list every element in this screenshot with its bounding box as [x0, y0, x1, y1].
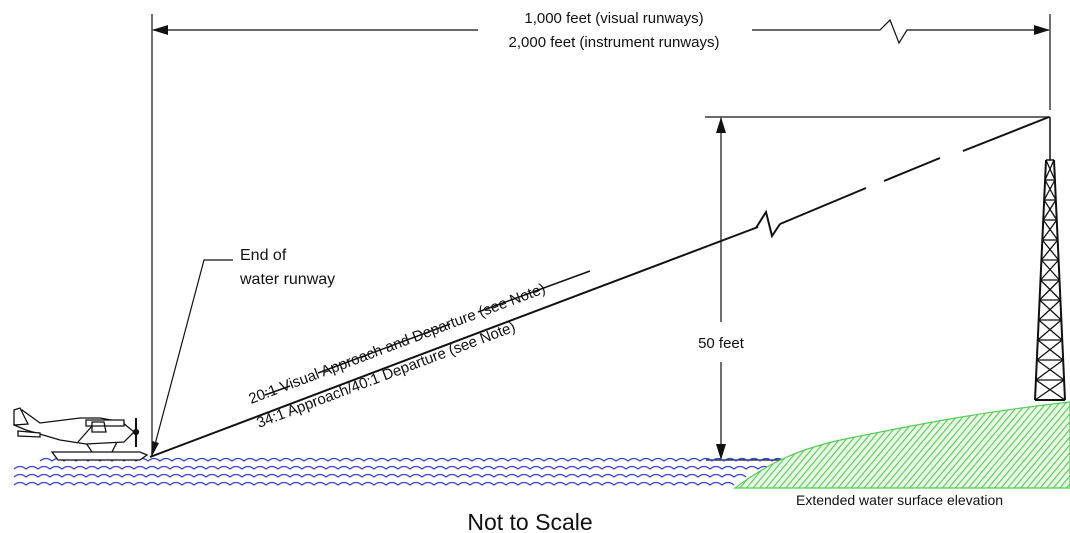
- water-wave-line-2: [13, 465, 771, 470]
- tower-brace: [1039, 279, 1060, 301]
- tower-brace: [1035, 359, 1064, 381]
- water-surface: [13, 457, 785, 486]
- tower-brace: [1036, 339, 1063, 361]
- slope-break-symbol: [755, 209, 781, 239]
- water-wave-line-3: [13, 473, 747, 478]
- tower-brace: [1040, 259, 1060, 281]
- tower-brace: [1042, 199, 1057, 221]
- tower-brace: [1037, 319, 1062, 341]
- shoreline-ground: Extended water surface elevation: [733, 401, 1070, 508]
- tower-brace: [1041, 239, 1060, 261]
- tower-brace: [1044, 159, 1055, 181]
- tower-brace: [1040, 239, 1059, 261]
- dimension-arrow-left: [152, 25, 168, 35]
- secondary-surface-dash-3: [477, 270, 591, 313]
- height-arrow-bottom: [716, 444, 726, 460]
- height-dimension: 50 feet: [698, 116, 1050, 461]
- tower-brace: [1045, 159, 1056, 181]
- ground-label: Extended water surface elevation: [796, 492, 1003, 508]
- tower-brace: [1042, 219, 1059, 241]
- tower-brace: [1038, 299, 1061, 321]
- runway-end-leader-line: [152, 259, 233, 453]
- runway-length-dimension: 1,000 feet (visual runways) 2,000 feet (…: [151, 10, 1051, 455]
- slope-line-upper: [962, 116, 1050, 152]
- not-to-scale-label: Not to Scale: [467, 509, 592, 533]
- tower-brace: [1041, 219, 1058, 241]
- runway-end-leader-arrow: [151, 441, 159, 458]
- slope-line-dash: [883, 157, 941, 182]
- secondary-surface-dash-1: [264, 385, 291, 396]
- lattice-tower-icon: [1034, 117, 1066, 401]
- dimension-break-symbol: [752, 18, 1049, 45]
- visual-slope-label: 20:1 Visual Approach and Departure (see …: [246, 280, 547, 408]
- runway-length-instrument-label: 2,000 feet (instrument runways): [509, 34, 720, 51]
- runway-end-label-line1: End of: [240, 247, 287, 264]
- slope-line-lower: [149, 226, 759, 458]
- slope-line-middle: [779, 187, 867, 225]
- height-label: 50 feet: [698, 335, 745, 352]
- tower-brace: [1043, 199, 1058, 221]
- tower-brace: [1040, 259, 1060, 281]
- height-arrow-top: [716, 117, 726, 133]
- runway-end-callout: End of water runway: [151, 247, 335, 458]
- ground-hatch-fill: [733, 401, 1070, 489]
- runway-end-label-line2: water runway: [239, 271, 335, 288]
- runway-length-visual-label: 1,000 feet (visual runways): [524, 10, 703, 27]
- water-wave-line-4: [13, 481, 735, 486]
- secondary-surface-dash-2: [317, 323, 451, 374]
- tower-brace: [1043, 179, 1056, 201]
- tower-brace: [1034, 379, 1065, 401]
- seaplane-icon: [13, 407, 149, 461]
- dimension-arrow-right: [1034, 25, 1050, 35]
- water-wave-line-1: [39, 457, 785, 462]
- tower-brace: [1044, 179, 1057, 201]
